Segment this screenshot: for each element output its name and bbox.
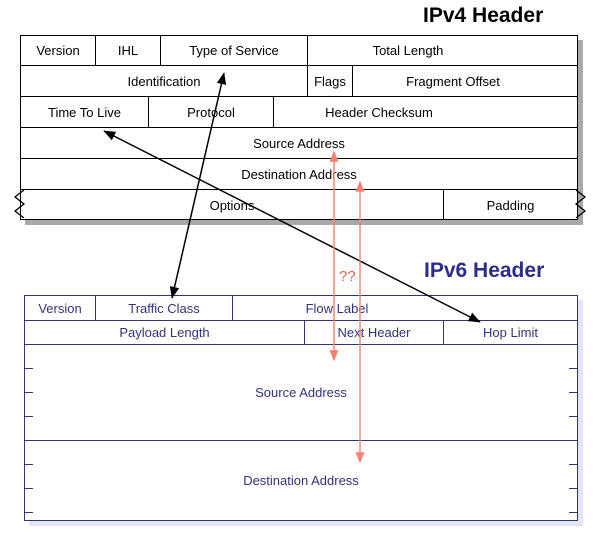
- ipv6-field-next-header: Next Header: [337, 325, 411, 340]
- ipv4-title: IPv4 Header: [423, 4, 544, 27]
- ipv6-field-source-address: Source Address: [255, 385, 347, 400]
- ipv4-field-fragment-offset: Fragment Offset: [406, 73, 500, 89]
- ipv6-field-flow-label: Flow Label: [305, 300, 369, 316]
- ipv4-field-protocol: Protocol: [187, 104, 235, 120]
- ipv6-dest-tick-right-2: [569, 488, 577, 489]
- ipv4-divider-version-ihl: [95, 36, 96, 65]
- ipv4-field-destination-address: Destination Address: [241, 166, 357, 182]
- ipv4-field-options: Options: [209, 197, 255, 213]
- ipv4-field-total-length: Total Length: [372, 43, 444, 58]
- ipv6-divider-payloadlength-nextheader: [304, 320, 305, 344]
- ipv6-source-tick-right-3: [569, 416, 577, 417]
- ipv4-rule-3: [21, 127, 577, 128]
- ipv6-source-tick-left-3: [25, 416, 33, 417]
- ipv4-divider-flags-fragoffset: [352, 65, 353, 96]
- question-marks-annotation: ??: [339, 268, 356, 285]
- ipv4-field-version: Version: [36, 43, 80, 58]
- ipv4-field-type-of-service: Type of Service: [189, 43, 279, 58]
- ipv4-field-header-checksum: Header Checksum: [325, 104, 433, 120]
- ipv4-field-flags: Flags: [314, 73, 346, 89]
- ipv4-field-padding: Padding: [486, 197, 535, 213]
- ipv6-divider-nextheader-hoplimit: [443, 320, 444, 344]
- ipv6-field-payload-length: Payload Length: [119, 325, 210, 340]
- ipv6-source-tick-right-2: [569, 392, 577, 393]
- ipv6-dest-tick-left-1: [25, 464, 33, 465]
- ipv4-rule-2: [21, 96, 577, 97]
- ipv4-field-source-address: Source Address: [253, 135, 345, 151]
- ipv4-divider-ihl-tos: [160, 36, 161, 65]
- ipv6-field-destination-address: Destination Address: [243, 473, 359, 488]
- ipv6-rule-3: [25, 440, 577, 441]
- ipv6-header-table: Version Traffic Class Flow Label Payload…: [24, 295, 578, 521]
- ipv6-dest-tick-right-3: [569, 512, 577, 513]
- ipv4-options-left-zigzag-icon: [13, 190, 26, 218]
- ipv6-field-traffic-class: Traffic Class: [128, 300, 200, 316]
- ipv6-dest-tick-left-2: [25, 488, 33, 489]
- ipv4-divider-ident-flags: [307, 65, 308, 96]
- ipv6-dest-tick-right-1: [569, 464, 577, 465]
- ipv4-field-ihl: IHL: [117, 43, 139, 58]
- ipv6-field-hop-limit: Hop Limit: [483, 325, 538, 340]
- ipv4-divider-tos-totallength: [307, 36, 308, 65]
- ipv4-divider-ttl-protocol: [148, 96, 149, 127]
- ipv4-divider-protocol-checksum: [273, 96, 274, 127]
- ipv4-options-right-zigzag-icon: [574, 190, 587, 218]
- ipv4-field-identification: Identification: [127, 73, 201, 89]
- ipv6-rule-2: [25, 344, 577, 345]
- ipv4-field-time-to-live: Time To Live: [48, 104, 121, 120]
- ipv6-source-tick-left-1: [25, 368, 33, 369]
- ipv4-header-table: Version IHL Type of Service Total Length…: [20, 35, 578, 220]
- ipv6-divider-version-trafficclass: [95, 296, 96, 320]
- ipv6-field-version: Version: [38, 300, 82, 316]
- ipv6-dest-tick-left-3: [25, 512, 33, 513]
- ipv6-title: IPv6 Header: [424, 259, 545, 282]
- ipv6-source-tick-right-1: [569, 368, 577, 369]
- ipv4-rule-1: [21, 65, 577, 66]
- ipv6-source-tick-left-2: [25, 392, 33, 393]
